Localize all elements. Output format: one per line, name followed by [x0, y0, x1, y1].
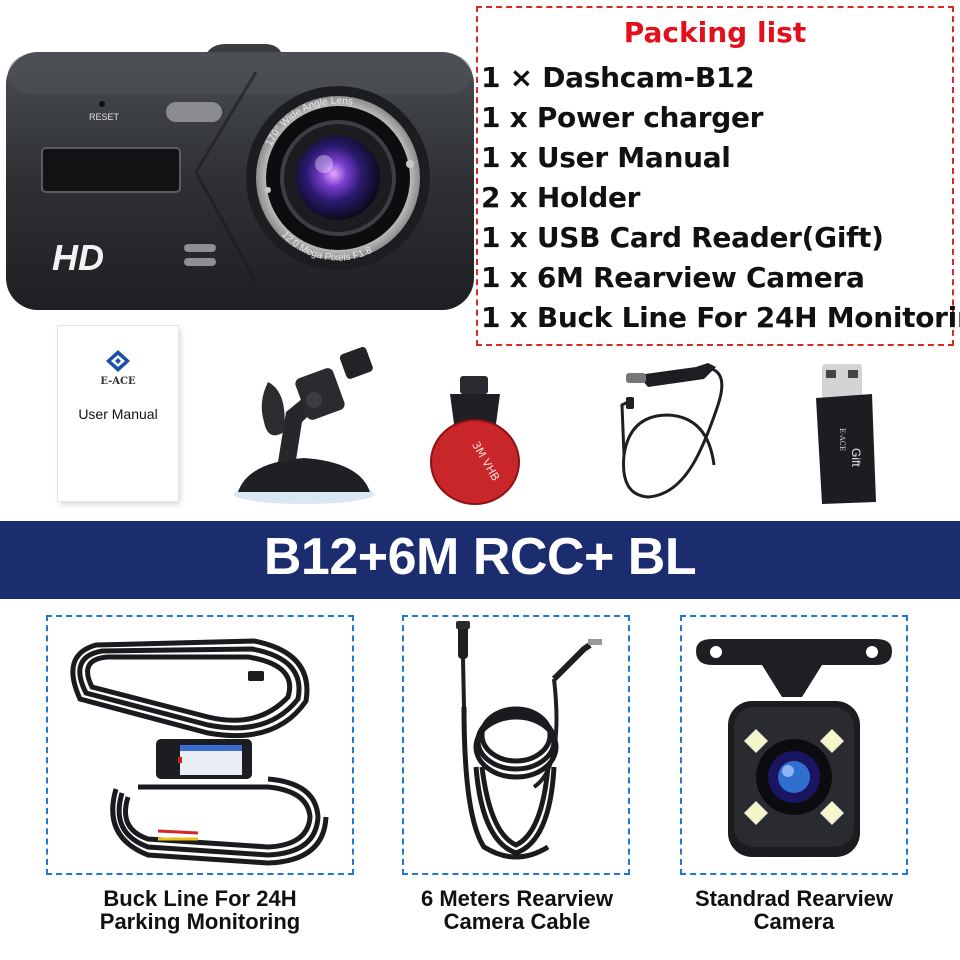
rearview-cable-box: [402, 615, 630, 875]
manual-brand: E-ACE: [100, 376, 136, 387]
packing-item: 1 × Dashcam-B12: [481, 61, 755, 94]
caption-line: Parking Monitoring: [99, 909, 301, 934]
packing-item: 1 x 6M Rearview Camera: [481, 261, 865, 294]
rearview-camera-box: [680, 615, 908, 875]
hd-badge: HD: [52, 237, 104, 278]
packing-list: Packing list 1 × Dashcam-B12 1 x Power c…: [476, 6, 960, 346]
adhesive-mount-image: 3M VHB: [430, 376, 520, 505]
caption-line: Standrad Rearview: [694, 886, 894, 911]
lens-glass: [296, 136, 380, 220]
packing-item: 1 x Power charger: [481, 101, 764, 134]
packing-item: 1 x USB Card Reader(Gift): [481, 221, 884, 254]
eace-logo-icon: [106, 350, 130, 372]
bundle-title: B12+6M RCC+ BL: [263, 528, 697, 586]
caption-line: Camera: [753, 909, 835, 934]
caption-line: Buck Line For 24H: [103, 886, 297, 911]
rearview-camera-image: [696, 639, 892, 857]
buck-line-box: [46, 615, 354, 875]
card-reader-gift-label: Gift: [849, 448, 863, 467]
rearview-cable-image: [456, 621, 602, 860]
buck-line-caption: Buck Line For 24H Parking Monitoring: [46, 887, 354, 933]
indicator-light: [166, 102, 222, 122]
card-reader-brand: E-ACE: [838, 428, 846, 451]
bundle-banner: B12+6M RCC+ BL: [0, 521, 960, 599]
packing-item: 1 x Buck Line For 24H Monitoring: [481, 301, 960, 334]
user-manual-booklet: E-ACE User Manual: [58, 326, 178, 501]
screen-window: [41, 147, 181, 193]
caption-line: Camera Cable: [443, 909, 591, 934]
dashcam-image: RESET HD 170° Wide Angle Lens 12.0 Mega …: [6, 44, 474, 310]
car-charger-image: [620, 363, 724, 499]
usb-card-reader-image: Gift E-ACE: [816, 364, 876, 504]
packing-list-title: Packing list: [623, 16, 807, 49]
suction-mount-image: [234, 347, 374, 504]
packing-list-items: 1 × Dashcam-B12 1 x Power charger 1 x Us…: [481, 58, 960, 338]
rearview-camera-caption: Standrad Rearview Camera: [670, 887, 918, 933]
reset-label: RESET: [89, 112, 120, 122]
caption-line: 6 Meters Rearview: [421, 886, 613, 911]
packing-item: 2 x Holder: [481, 181, 641, 214]
packing-item: 1 x User Manual: [481, 141, 731, 174]
rearview-cable-caption: 6 Meters Rearview Camera Cable: [392, 887, 642, 933]
manual-label: User Manual: [78, 406, 158, 422]
buck-line-image: [70, 638, 329, 866]
